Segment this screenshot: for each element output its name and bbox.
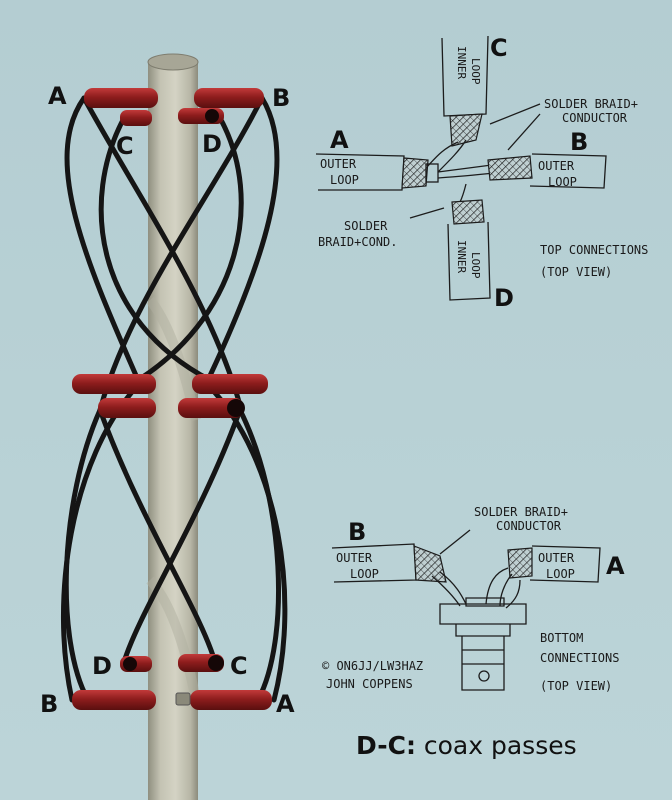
mast-label-c-top: C xyxy=(116,132,134,160)
bottom-sketch-label-b: B xyxy=(348,518,366,546)
credit-line-2: JOHN COPPENS xyxy=(326,677,413,691)
top-sketch-label-c: C xyxy=(490,34,508,62)
bottom-solder-note-2: CONDUCTOR xyxy=(496,519,562,533)
credit-line-1: © ON6JJ/LW3HAZ xyxy=(322,659,423,673)
bottom-outer-loop-right-2: LOOP xyxy=(546,567,575,581)
top-outer-loop-left-1: OUTER xyxy=(320,157,357,171)
top-sketch-title-2: (TOP VIEW) xyxy=(540,265,612,279)
mast-top-cap xyxy=(147,53,199,71)
caption-text: coax passes xyxy=(416,731,577,760)
top-sketch-label-b: B xyxy=(570,128,588,156)
bottom-outer-loop-left-2: LOOP xyxy=(350,567,379,581)
mast-label-a-bottom: A xyxy=(276,690,295,718)
top-outer-loop-right-1: OUTER xyxy=(538,159,575,173)
caption: D-C: coax passes xyxy=(356,731,577,760)
top-solder-note-left-1: SOLDER xyxy=(344,219,388,233)
top-outer-loop-right-2: LOOP xyxy=(548,175,577,189)
top-connections-sketch: INNER LOOP OUTER LOOP OUTER LOOP INNER L… xyxy=(315,34,648,312)
mast-label-a-top: A xyxy=(48,82,67,110)
top-sketch-label-a: A xyxy=(330,126,349,154)
top-inner-loop-top-1: INNER xyxy=(455,46,468,79)
bottom-connections-sketch: OUTER LOOP OUTER LOOP B A SOLDER BRAID+ … xyxy=(322,505,625,693)
bottom-outer-loop-left-1: OUTER xyxy=(336,551,373,565)
top-sketch-label-d: D xyxy=(494,284,514,312)
mast-label-b-top: B xyxy=(272,84,290,112)
bottom-solder-note-1: SOLDER BRAID+ xyxy=(474,505,568,519)
mast-label-c-bottom: C xyxy=(230,652,248,680)
top-solder-note-right-2: CONDUCTOR xyxy=(562,111,628,125)
top-solder-note-left-2: BRAID+COND. xyxy=(318,235,397,249)
bottom-sketch-label-a: A xyxy=(606,552,625,580)
mast-label-d-bottom: D xyxy=(92,652,112,680)
top-sketch-title-1: TOP CONNECTIONS xyxy=(540,243,648,257)
mast-antenna: A B C D D C B A xyxy=(40,53,295,800)
top-outer-loop-left-2: LOOP xyxy=(330,173,359,187)
top-inner-loop-bottom-2: LOOP xyxy=(469,252,482,279)
bottom-sketch-title-1: BOTTOM xyxy=(540,631,583,645)
bottom-sketch-title-3: (TOP VIEW) xyxy=(540,679,612,693)
top-inner-loop-bottom-1: INNER xyxy=(455,240,468,273)
mast-label-b-bottom: B xyxy=(40,690,58,718)
coax-sleeves xyxy=(72,88,272,710)
top-inner-loop-top-2: LOOP xyxy=(469,58,482,85)
mast-label-d-top: D xyxy=(202,130,222,158)
bottom-sketch-title-2: CONNECTIONS xyxy=(540,651,619,665)
top-solder-note-right-1: SOLDER BRAID+ xyxy=(544,97,638,111)
caption-bold: D-C: xyxy=(356,731,416,760)
bottom-outer-loop-right-1: OUTER xyxy=(538,551,575,565)
